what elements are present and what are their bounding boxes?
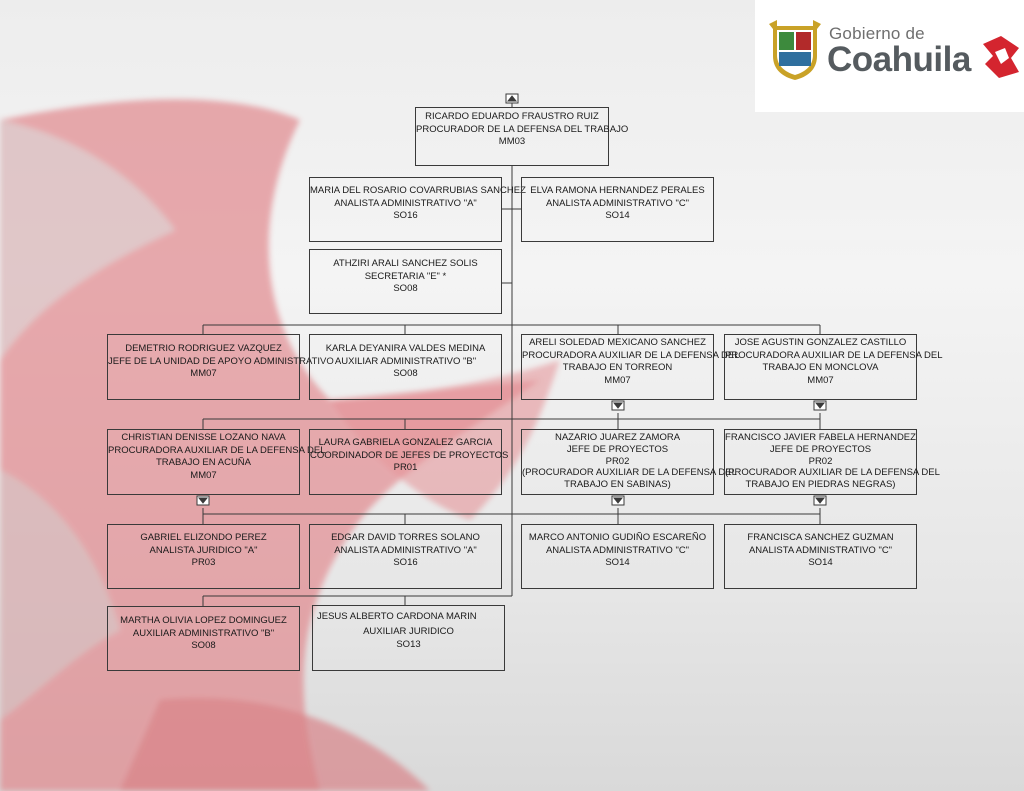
org-node-rodriguez[interactable]: DEMETRIO RODRIGUEZ VAZQUEZ JEFE DE LA UN… bbox=[107, 334, 334, 400]
node-name: ARELI SOLEDAD MEXICANO SANCHEZ bbox=[529, 337, 706, 348]
node-code: SO14 bbox=[808, 557, 833, 568]
node-code: SO14 bbox=[605, 210, 630, 221]
expand-marker-icon bbox=[505, 93, 519, 104]
node-name: GABRIEL ELIZONDO PEREZ bbox=[140, 532, 267, 543]
node-title: COORDINADOR DE JEFES DE PROYECTOS bbox=[310, 449, 509, 461]
node-title: AUXILIAR JURIDICO bbox=[363, 626, 454, 637]
node-title: ANALISTA ADMINISTRATIVO "A" bbox=[334, 544, 477, 556]
node-title: ANALISTA ADMINISTRATIVO "A" bbox=[334, 197, 477, 209]
org-node-fabela[interactable]: FRANCISCO JAVIER FABELA HERNANDEZ JEFE D… bbox=[724, 429, 940, 495]
node-title-2: TRABAJO EN MONCLOVA bbox=[762, 362, 879, 373]
org-node-gonzalez-garcia[interactable]: LAURA GABRIELA GONZALEZ GARCIA COORDINAD… bbox=[309, 429, 509, 495]
node-title: PROCURADORA AUXILIAR DE LA DEFENSA DEL bbox=[108, 444, 326, 456]
logo-big-text: Coahuila bbox=[827, 40, 971, 79]
node-title: AUXILIAR ADMINISTRATIVO "B" bbox=[334, 355, 477, 367]
node-name: ELVA RAMONA HERNANDEZ PERALES bbox=[530, 185, 705, 196]
node-code: MM07 bbox=[604, 374, 631, 386]
node-name: JESUS ALBERTO CARDONA MARIN bbox=[317, 611, 477, 622]
expand-marker-icon bbox=[813, 495, 827, 506]
node-name: KARLA DEYANIRA VALDES MEDINA bbox=[325, 343, 486, 354]
org-node-hernandez-perales[interactable]: ELVA RAMONA HERNANDEZ PERALES ANALISTA A… bbox=[521, 177, 714, 242]
node-name: JOSE AGUSTIN GONZALEZ CASTILLO bbox=[734, 337, 907, 348]
org-node-lozano[interactable]: CHRISTIAN DENISSE LOZANO NAVA PROCURADOR… bbox=[107, 429, 326, 495]
node-code: MM07 bbox=[190, 469, 217, 481]
node-name: EDGAR DAVID TORRES SOLANO bbox=[331, 532, 480, 543]
node-title: ANALISTA ADMINISTRATIVO "C" bbox=[545, 197, 690, 209]
org-node-torres[interactable]: EDGAR DAVID TORRES SOLANO ANALISTA ADMIN… bbox=[309, 524, 502, 589]
node-name: LAURA GABRIELA GONZALEZ GARCIA bbox=[318, 437, 493, 448]
expand-marker-icon bbox=[813, 400, 827, 411]
node-note: (PROCURADOR AUXILIAR DE LA DEFENSA DEL bbox=[522, 467, 737, 479]
node-code: MM03 bbox=[498, 136, 526, 147]
node-name: RICARDO EDUARDO FRAUSTRO RUIZ bbox=[425, 111, 599, 122]
node-name: CHRISTIAN DENISSE LOZANO NAVA bbox=[121, 432, 286, 443]
node-code: SO08 bbox=[393, 283, 418, 294]
node-title: JEFE DE PROYECTOS bbox=[566, 443, 669, 455]
expand-marker-icon bbox=[611, 400, 625, 411]
node-name: MARIA DEL ROSARIO COVARRUBIAS SANCHEZ bbox=[310, 185, 526, 196]
node-note-2: TRABAJO EN PIEDRAS NEGRAS) bbox=[745, 479, 896, 491]
expand-marker-icon bbox=[611, 495, 625, 506]
org-node-juarez[interactable]: NAZARIO JUAREZ ZAMORA JEFE DE PROYECTOS … bbox=[521, 429, 737, 495]
org-node-lopez[interactable]: MARTHA OLIVIA LOPEZ DOMINGUEZ AUXILIAR A… bbox=[107, 606, 300, 671]
node-code: PR02 bbox=[605, 455, 630, 467]
node-code: PR02 bbox=[808, 455, 833, 467]
org-node-valdes[interactable]: KARLA DEYANIRA VALDES MEDINA AUXILIAR AD… bbox=[309, 334, 502, 400]
gobierno-coahuila-logo: Gobierno de Coahuila bbox=[755, 0, 1024, 112]
org-node-mexicano[interactable]: ARELI SOLEDAD MEXICANO SANCHEZ PROCURADO… bbox=[521, 334, 740, 400]
node-code: PR01 bbox=[393, 462, 418, 473]
node-note: (PROCURADOR AUXILIAR DE LA DEFENSA DEL bbox=[725, 467, 940, 479]
node-code: SO14 bbox=[605, 557, 630, 568]
node-note-2: TRABAJO EN SABINAS) bbox=[564, 479, 671, 491]
node-title: ANALISTA JURIDICO "A" bbox=[149, 544, 258, 556]
node-title-2: TRABAJO EN TORREON bbox=[562, 362, 673, 373]
node-name: MARTHA OLIVIA LOPEZ DOMINGUEZ bbox=[120, 615, 287, 626]
node-code: SO08 bbox=[393, 368, 418, 379]
node-name: MARCO ANTONIO GUDIÑO ESCAREÑO bbox=[528, 532, 707, 543]
org-node-elizondo[interactable]: GABRIEL ELIZONDO PEREZ ANALISTA JURIDICO… bbox=[107, 524, 300, 589]
node-code: SO13 bbox=[396, 639, 421, 650]
coahuila-crest-icon bbox=[769, 20, 821, 80]
org-node-sanchez-guzman[interactable]: FRANCISCA SANCHEZ GUZMAN ANALISTA ADMINI… bbox=[724, 524, 917, 589]
node-code: PR03 bbox=[191, 557, 216, 568]
org-node-gonzalez-castillo[interactable]: JOSE AGUSTIN GONZALEZ CASTILLO PROCURADO… bbox=[724, 334, 943, 400]
red-star-mark-icon bbox=[983, 36, 1019, 78]
org-node-covarrubias[interactable]: MARIA DEL ROSARIO COVARRUBIAS SANCHEZ AN… bbox=[309, 177, 526, 242]
node-name: FRANCISCA SANCHEZ GUZMAN bbox=[747, 532, 894, 543]
node-title-2: TRABAJO EN ACUÑA bbox=[155, 457, 252, 468]
node-code: MM07 bbox=[807, 374, 834, 386]
node-title: PROCURADORA AUXILIAR DE LA DEFENSA DEL bbox=[725, 349, 943, 361]
node-title: JEFE DE PROYECTOS bbox=[769, 443, 872, 455]
node-title: PROCURADORA AUXILIAR DE LA DEFENSA DEL bbox=[522, 349, 740, 361]
node-name: DEMETRIO RODRIGUEZ VAZQUEZ bbox=[125, 343, 282, 354]
node-title: ANALISTA ADMINISTRATIVO "C" bbox=[748, 544, 893, 556]
org-node-sanchez-solis[interactable]: ATHZIRI ARALI SANCHEZ SOLIS SECRETARIA "… bbox=[309, 249, 502, 314]
node-title: AUXILIAR ADMINISTRATIVO "B" bbox=[132, 627, 275, 639]
node-name: ATHZIRI ARALI SANCHEZ SOLIS bbox=[333, 258, 478, 269]
expand-marker-icon bbox=[196, 495, 210, 506]
node-title: ANALISTA ADMINISTRATIVO "C" bbox=[545, 544, 690, 556]
node-code: SO08 bbox=[191, 640, 216, 651]
node-code: MM07 bbox=[190, 368, 217, 379]
node-code: SO16 bbox=[393, 210, 418, 221]
node-code: SO16 bbox=[393, 557, 418, 568]
org-node-gudino[interactable]: MARCO ANTONIO GUDIÑO ESCAREÑO ANALISTA A… bbox=[521, 524, 714, 589]
logo-small-text: Gobierno de bbox=[829, 24, 925, 43]
node-title: JEFE DE LA UNIDAD DE APOYO ADMINISTRATIV… bbox=[108, 355, 334, 367]
node-name: NAZARIO JUAREZ ZAMORA bbox=[554, 432, 681, 443]
node-title: PROCURADOR DE LA DEFENSA DEL TRABAJO bbox=[416, 123, 629, 135]
node-name: FRANCISCO JAVIER FABELA HERNANDEZ bbox=[725, 432, 916, 443]
org-node-cardona[interactable]: JESUS ALBERTO CARDONA MARIN AUXILIAR JUR… bbox=[312, 605, 505, 671]
org-node-procurador[interactable]: RICARDO EDUARDO FRAUSTRO RUIZ PROCURADOR… bbox=[415, 107, 629, 166]
node-title: SECRETARIA "E" * bbox=[364, 270, 447, 282]
